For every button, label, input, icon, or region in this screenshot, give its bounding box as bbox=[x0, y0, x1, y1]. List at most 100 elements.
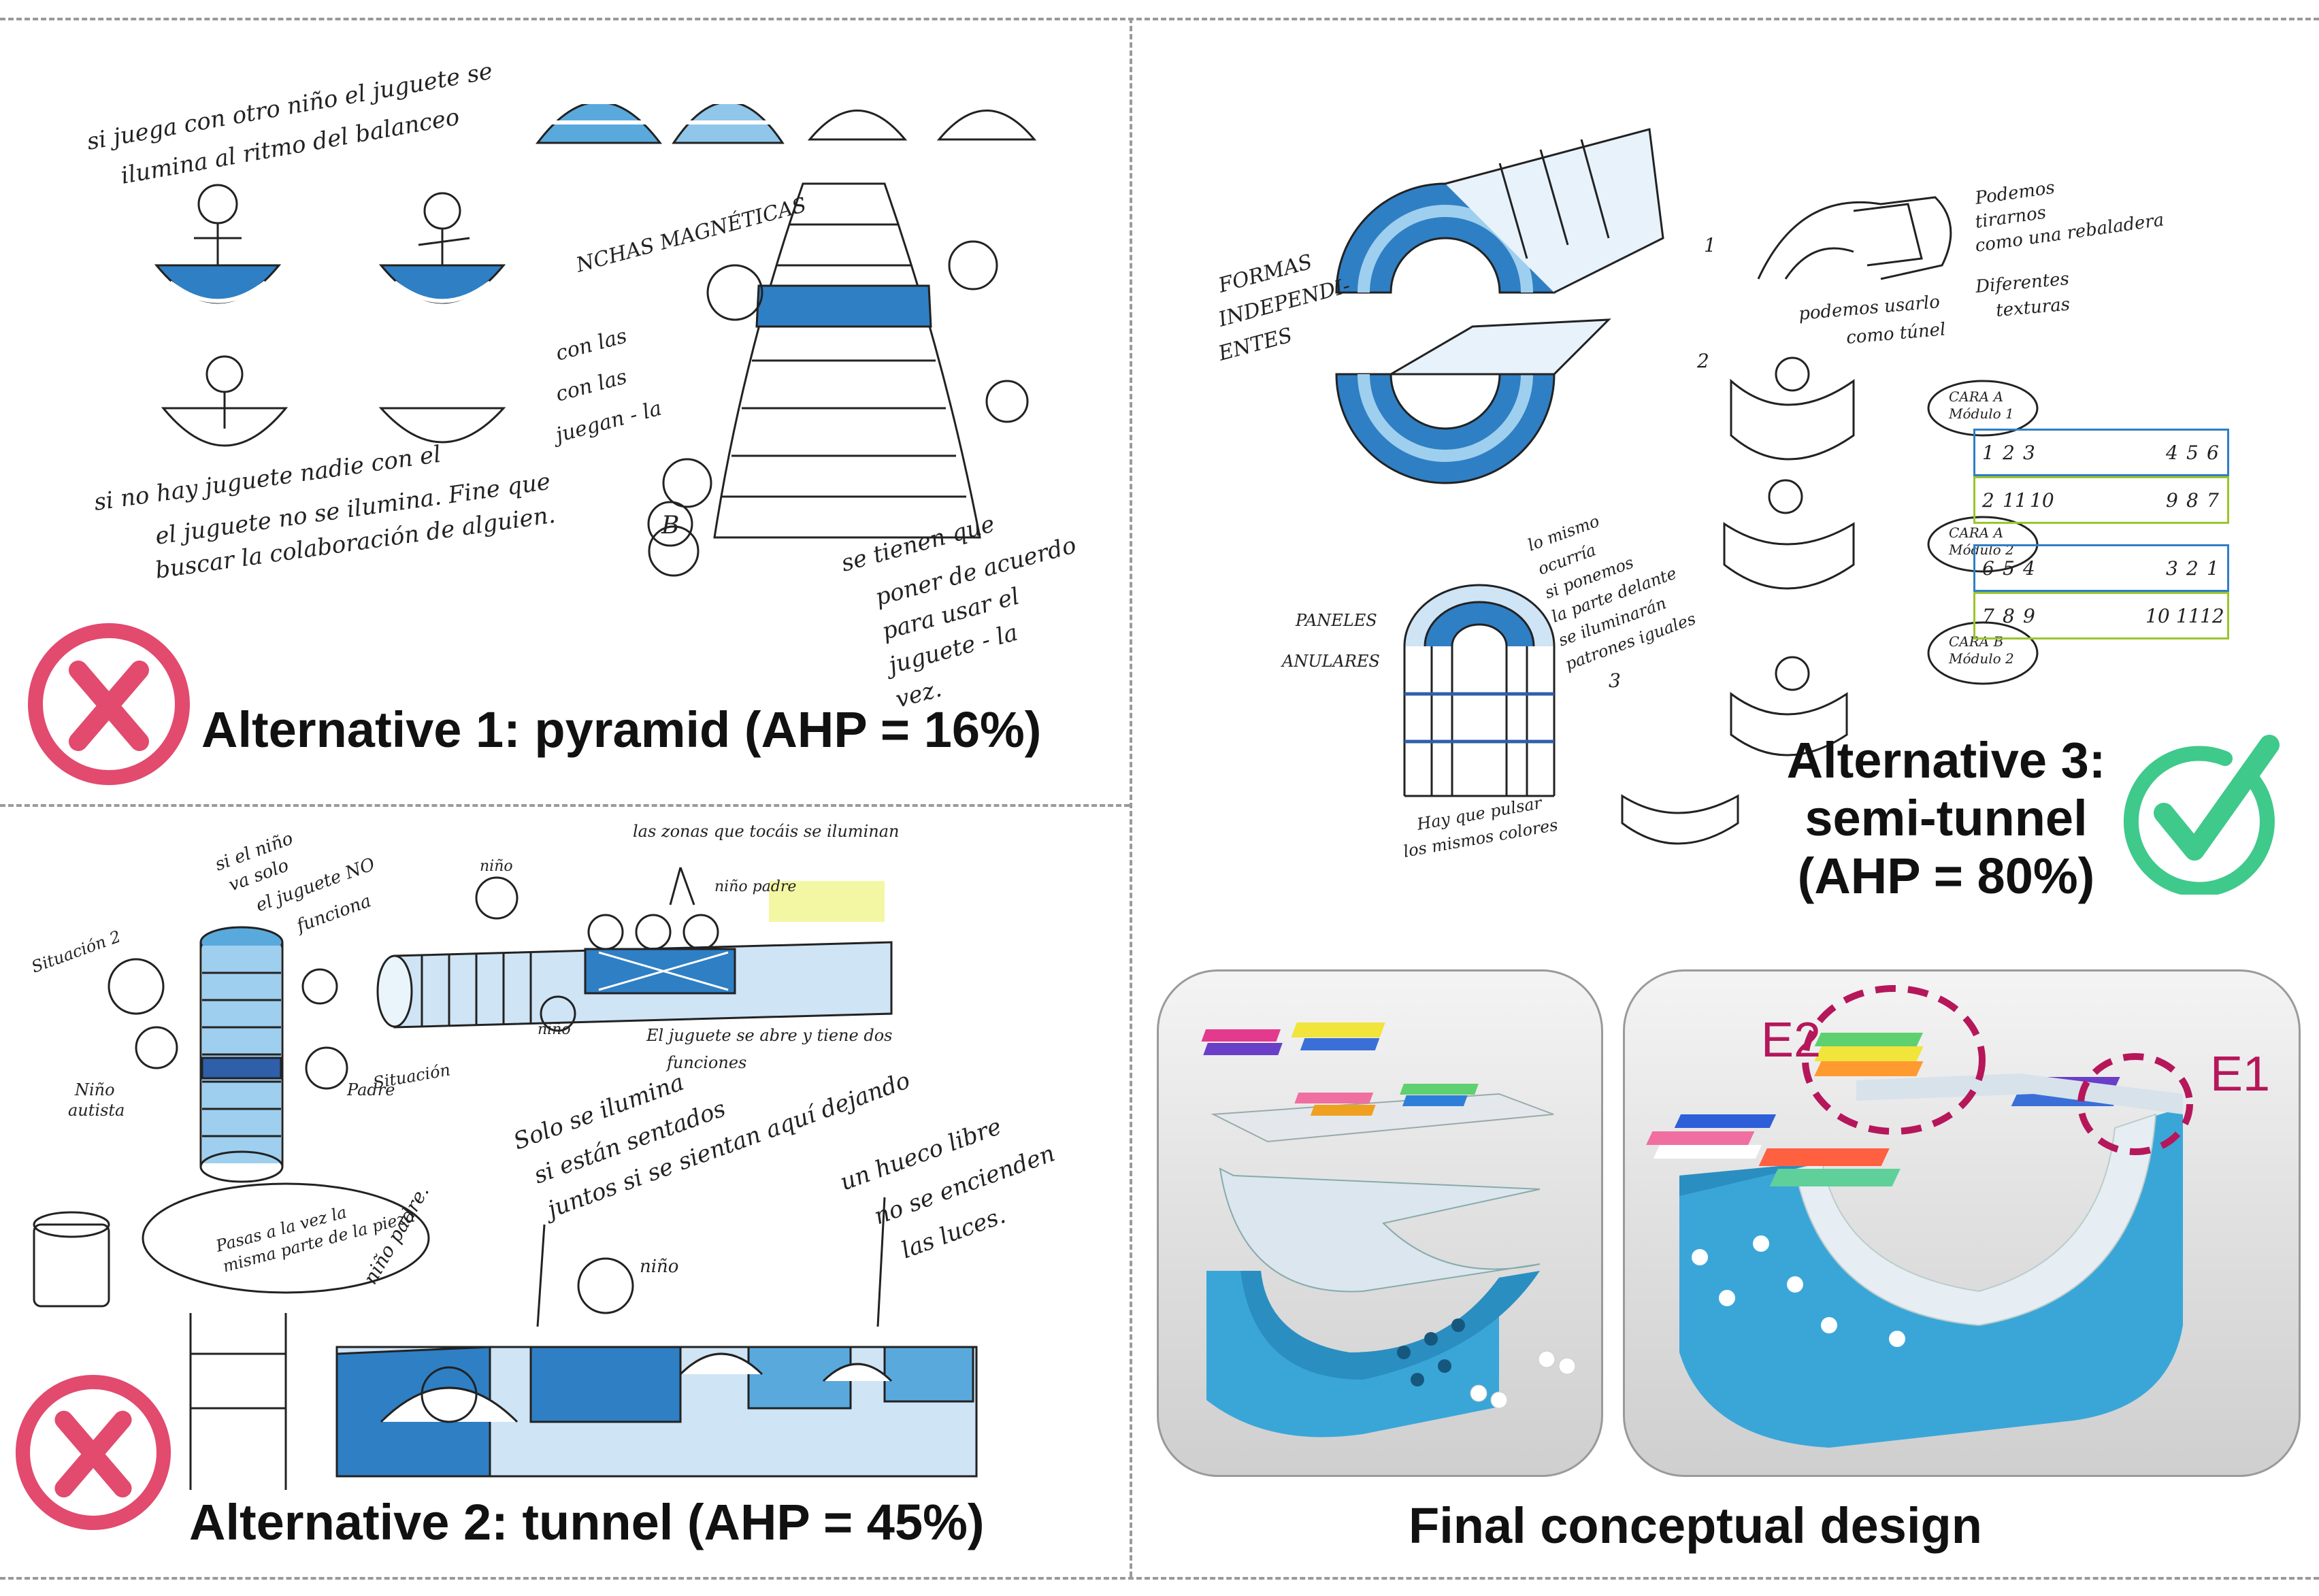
tunnel-sketch-bottom bbox=[33, 1197, 978, 1490]
alt1-sketch: si juega con otro niño el juguete se ilu… bbox=[85, 57, 1079, 713]
alt3-note-17: PANELES bbox=[1295, 611, 1377, 630]
alt2-note-12: las zonas que tocáis se iluminan bbox=[633, 822, 899, 841]
module-cell: 4 bbox=[2023, 557, 2035, 580]
center-divider bbox=[1130, 18, 1132, 1577]
alt3-note-8: texturas bbox=[1995, 295, 2071, 321]
alt3-note-9: podemos usarlo bbox=[1798, 292, 1941, 325]
module-cell: 10 bbox=[2145, 605, 2170, 627]
alt3-note-22: Módulo 1 bbox=[1948, 405, 2014, 422]
module-grid-row-4: 7 8 9 10 11 12 bbox=[1973, 592, 2229, 639]
alt2-note-16: funciones bbox=[665, 1053, 746, 1072]
reject-x-icon-2 bbox=[15, 1374, 171, 1531]
label-e1: E1 bbox=[2210, 1047, 2271, 1101]
panel-alternative-2: si el niño va solo el juguete NO funcion… bbox=[0, 810, 1130, 1572]
alt2-note-15: El juguete se abre y tiene dos bbox=[646, 1026, 892, 1045]
render-exploded-view bbox=[1157, 969, 1603, 1477]
module-cell: 6 bbox=[1982, 557, 1994, 580]
alt2-caption: Alternative 2: tunnel (AHP = 45%) bbox=[189, 1494, 985, 1550]
module-cell: 11 bbox=[2003, 489, 2027, 512]
module-cell: 12 bbox=[2200, 605, 2224, 627]
alt3-note-18: ANULARES bbox=[1281, 652, 1380, 671]
module-cell: 7 bbox=[2207, 489, 2219, 512]
alt3-note-n3: 3 bbox=[1609, 669, 1621, 692]
exploded-panels bbox=[1201, 1023, 1554, 1293]
tunnel-sketch-top bbox=[376, 867, 893, 1032]
alt1-note-8: con las bbox=[553, 365, 629, 406]
accept-check-icon bbox=[2123, 735, 2280, 895]
e2-highlight-circle bbox=[1802, 985, 1986, 1135]
module-cell: 1 bbox=[2207, 557, 2219, 580]
alt3-caption: Alternative 3: semi-tunnel (AHP = 80%) bbox=[1728, 731, 2164, 905]
assembled-panels bbox=[1646, 1033, 2183, 1186]
assembled-dots bbox=[1692, 1235, 1905, 1347]
top-border bbox=[0, 18, 2319, 20]
bowl-sketches bbox=[154, 184, 506, 447]
alt3-caption-line-1: Alternative 3: bbox=[1786, 732, 2106, 788]
alt2-note-7: autista bbox=[68, 1101, 125, 1120]
exploded-view-graphic bbox=[1201, 1023, 1576, 1437]
bottom-border bbox=[0, 1577, 2319, 1580]
alt2-sketch: si el niño va solo el juguete NO funcion… bbox=[29, 822, 1059, 1490]
alt3-note-25: CARA B bbox=[1949, 633, 2003, 650]
alt1-note-b: B bbox=[661, 512, 679, 539]
alt2-note-8: Padre bbox=[346, 1080, 395, 1099]
module-grid: 1 2 3 4 5 6 2 11 10 9 8 7 6 5 4 3 2 1 7 … bbox=[1973, 429, 2229, 644]
module-cell: 2 bbox=[2186, 557, 2199, 580]
column-cutaway-sketch bbox=[1403, 584, 1556, 797]
alt2-note-25: niño bbox=[640, 1257, 678, 1277]
module-cell: 4 bbox=[2166, 442, 2178, 464]
reject-x-icon-1 bbox=[28, 623, 190, 785]
module-cell: 7 bbox=[1982, 605, 1994, 627]
alt3-note-n1: 1 bbox=[1704, 234, 1716, 256]
alt2-note-13: niño bbox=[480, 858, 513, 875]
render-assembled-view: E2 E1 bbox=[1623, 969, 2301, 1477]
alt1-note-7: con las bbox=[553, 324, 629, 365]
left-divider bbox=[0, 804, 1130, 807]
module-cell: 9 bbox=[2166, 489, 2178, 512]
exploded-base bbox=[1206, 1271, 1576, 1437]
alt3-note-7: Diferentes bbox=[1974, 269, 2070, 297]
module-cell: 6 bbox=[2207, 442, 2219, 464]
module-cell: 2 bbox=[2003, 442, 2015, 464]
assembled-view-graphic bbox=[1646, 985, 2193, 1448]
alt2-note-6: Niño bbox=[74, 1080, 115, 1099]
module-cell: 1 bbox=[1982, 442, 1994, 464]
alt3-note-n2: 2 bbox=[1696, 350, 1709, 372]
module-cell: 3 bbox=[2023, 442, 2035, 464]
pyramid-sketch bbox=[648, 182, 1029, 577]
alt2-note-14: niño padre bbox=[714, 878, 796, 895]
module-cell: 5 bbox=[2003, 557, 2015, 580]
dome-sketches bbox=[535, 83, 1037, 144]
column-sketch bbox=[108, 926, 430, 1294]
alt2-note-17: niño bbox=[538, 1021, 571, 1038]
alt1-note-6: NCHAS MAGNÉTICAS bbox=[573, 193, 809, 278]
alt3-note-23: CARA A bbox=[1949, 525, 2003, 541]
module-cell: 9 bbox=[2023, 605, 2035, 627]
alt3-note-21: CARA A bbox=[1949, 388, 2003, 405]
module-cell: 3 bbox=[2166, 557, 2178, 580]
module-grid-row-2: 2 11 10 9 8 7 bbox=[1973, 476, 2229, 524]
module-cell: 11 bbox=[2176, 605, 2201, 627]
label-e2: E2 bbox=[1761, 1013, 1822, 1067]
module-cell: 8 bbox=[2186, 489, 2199, 512]
alt3-caption-line-2: semi-tunnel bbox=[1805, 790, 2088, 847]
module-cell: 10 bbox=[2030, 489, 2054, 512]
alt2-note-9: Situación bbox=[372, 1060, 452, 1092]
alt3-note-10: como túnel bbox=[1845, 319, 1946, 348]
semi-tunnel-sketch-top bbox=[1335, 128, 1664, 294]
alt1-caption: Alternative 1: pyramid (AHP = 16%) bbox=[201, 701, 1042, 758]
semi-tunnel-sketch-bottom bbox=[1335, 318, 1611, 484]
module-grid-row-1: 1 2 3 4 5 6 bbox=[1973, 429, 2229, 476]
module-cell: 8 bbox=[2003, 605, 2015, 627]
panel-alternative-3: FORMAS INDEPENDI- ENTES Podemos tirarnos… bbox=[1132, 20, 2319, 932]
module-cell: 2 bbox=[1982, 489, 1994, 512]
module-cell: 5 bbox=[2186, 442, 2199, 464]
panel-alternative-1: si juega con otro niño el juguete se ilu… bbox=[0, 20, 1130, 803]
final-caption: Final conceptual design bbox=[1409, 1497, 1982, 1554]
alt3-caption-line-3: (AHP = 80%) bbox=[1797, 848, 2095, 905]
module-grid-row-3: 6 5 4 3 2 1 bbox=[1973, 544, 2229, 592]
alt2-note-5: Situación 2 bbox=[29, 927, 123, 976]
alt3-sketch: FORMAS INDEPENDI- ENTES Podemos tirarnos… bbox=[1215, 128, 2165, 861]
alt3-note-26: Módulo 2 bbox=[1948, 650, 2014, 667]
e1-highlight-circle bbox=[2077, 1053, 2193, 1155]
